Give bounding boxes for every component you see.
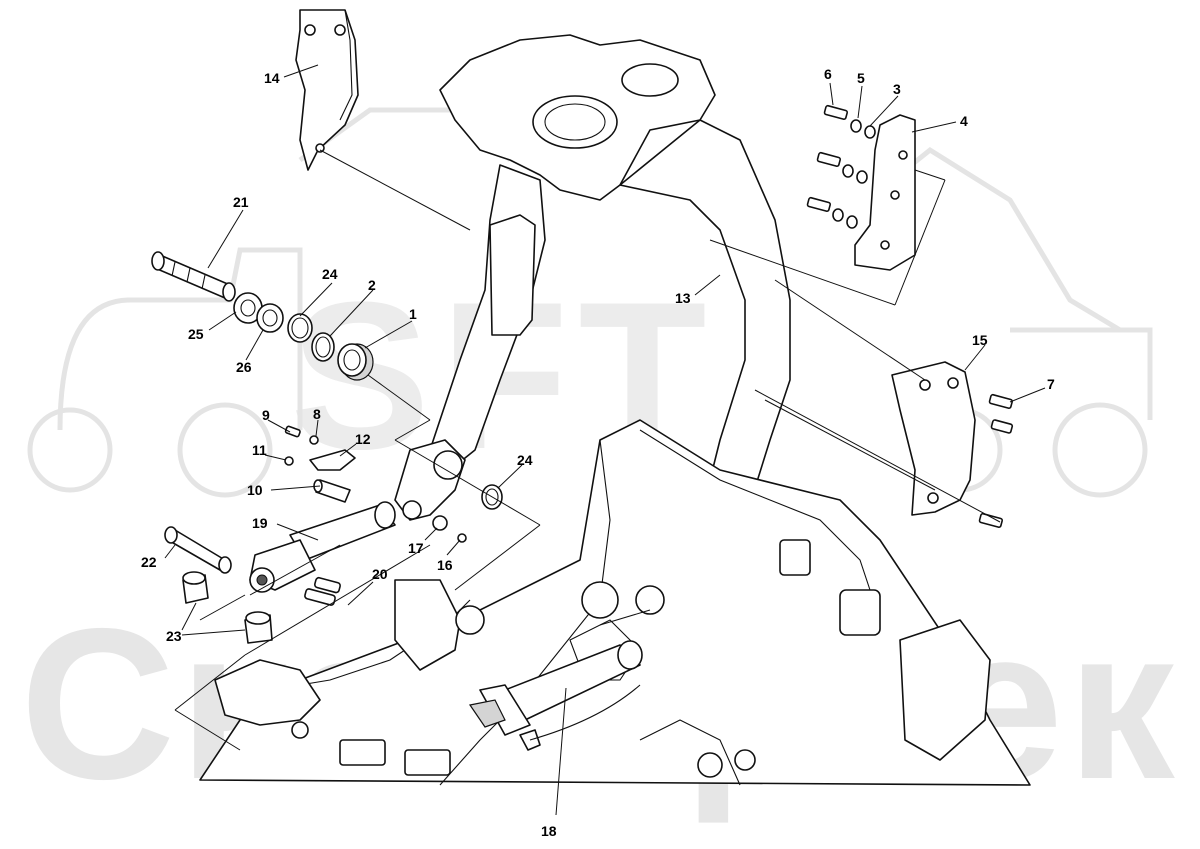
callout-23: 23 xyxy=(166,628,182,644)
callout-labels: 14 6 5 3 4 21 24 2 13 1 25 15 26 7 9 8 1… xyxy=(141,66,1055,839)
callout-16: 16 xyxy=(437,557,453,573)
callout-2: 2 xyxy=(368,277,376,293)
callout-11: 11 xyxy=(252,442,267,458)
callout-9: 9 xyxy=(262,407,270,423)
callout-21: 21 xyxy=(233,194,249,210)
bushings-23 xyxy=(182,571,273,644)
pin-22 xyxy=(164,526,232,574)
callout-4: 4 xyxy=(960,113,968,129)
ring-stack xyxy=(233,292,374,381)
callout-22: 22 xyxy=(141,554,157,570)
callout-6: 6 xyxy=(824,66,832,82)
callout-1: 1 xyxy=(409,306,417,322)
callout-24-upper: 24 xyxy=(322,266,338,282)
guard-plate-15 xyxy=(891,361,976,516)
callout-17: 17 xyxy=(408,540,424,556)
callout-26: 26 xyxy=(236,359,252,375)
callout-12: 12 xyxy=(355,431,371,447)
callout-5: 5 xyxy=(857,70,865,86)
callout-15: 15 xyxy=(972,332,988,348)
guard-plate-14 xyxy=(295,9,359,171)
leader-lines xyxy=(164,64,1046,816)
chassis-frame xyxy=(199,419,1031,786)
callout-10: 10 xyxy=(247,482,263,498)
callout-3: 3 xyxy=(893,81,901,97)
hydraulic-cylinder-18 xyxy=(468,640,643,751)
callout-8: 8 xyxy=(313,406,321,422)
bolts-7 xyxy=(978,393,1014,529)
callout-18: 18 xyxy=(541,823,557,839)
callout-20: 20 xyxy=(372,566,388,582)
callout-13: 13 xyxy=(675,290,691,306)
plate-4 xyxy=(854,114,916,271)
pin-21 xyxy=(151,251,236,302)
bolts-3-5-6 xyxy=(806,104,876,229)
callout-7: 7 xyxy=(1047,376,1055,392)
callout-24-lower: 24 xyxy=(517,452,533,468)
callout-14: 14 xyxy=(264,70,280,86)
hydraulic-cylinder-19 xyxy=(249,501,396,606)
callout-19: 19 xyxy=(252,515,268,531)
small-fasteners xyxy=(284,425,503,543)
callout-25: 25 xyxy=(188,326,204,342)
